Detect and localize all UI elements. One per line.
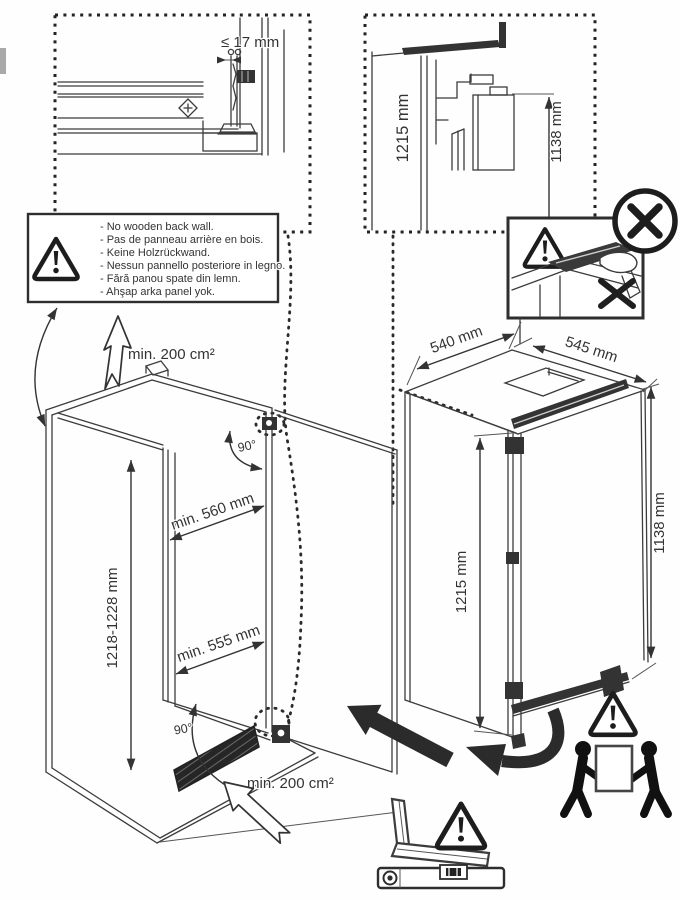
top-ventilation-label: min. 200 cm² — [128, 346, 215, 363]
hinge-clamp — [237, 70, 255, 83]
warning-line: - Pas de panneau arrière en bois. — [100, 234, 263, 246]
wall-bracket — [499, 22, 506, 48]
no-back-wall-warning: - No wooden back wall. - Pas de panneau … — [26, 212, 287, 304]
inset-niche-height-label: 1215 mm — [394, 94, 412, 163]
warning-line: - No wooden back wall. — [100, 221, 214, 233]
hinge-markers — [262, 417, 290, 743]
inset-appliance-height-label: 1138 mm — [548, 101, 565, 162]
top-rail — [402, 40, 500, 55]
spirit-level-icon — [376, 864, 506, 890]
door-edge — [548, 242, 634, 272]
inset-top-clearance: 1215 mm 1138 mm — [363, 13, 597, 234]
warning-triangle-icon — [437, 804, 484, 848]
door-panel-drawing — [274, 409, 398, 775]
hinge-rail-blocks — [505, 437, 524, 699]
warning-pointer-arrow — [34, 307, 58, 427]
bottom-hinge-bracket — [600, 665, 624, 697]
small-x-mark — [598, 278, 636, 309]
prohibition-circle-x-icon — [612, 188, 678, 254]
door-bottom-rail — [511, 672, 629, 714]
hand — [599, 251, 638, 274]
gap-dimension-arrows — [217, 56, 241, 64]
screen-artifact — [0, 48, 6, 74]
airflow-arrow-top-icon — [103, 315, 132, 390]
inset-border — [363, 13, 597, 234]
appliance-height-label: 1215 mm — [453, 551, 470, 614]
inset-border — [53, 13, 312, 234]
hinge-section-drawing — [57, 17, 285, 156]
warning-line: - Nessun pannello posteriore in legno. — [100, 260, 285, 272]
rotate-arrow-icon — [466, 707, 565, 776]
warning-line: - Fără panou spate din lemn. — [100, 273, 241, 285]
top-mount-drawing — [371, 51, 515, 231]
bottom-ventilation-label: min. 200 cm² — [247, 775, 334, 792]
warning-line: - Ahşap arka panel yok. — [100, 286, 215, 298]
levelling-symbol — [376, 797, 506, 890]
inset-hinge-detail: ≤ 17 mm — [53, 13, 312, 234]
inset-appliance-height-dimension — [512, 93, 554, 230]
leader-curve-hinges — [281, 234, 304, 742]
hinge-gap-dimension: ≤ 17 mm — [221, 34, 279, 51]
top-hinge-highlight — [254, 411, 286, 437]
appliance-depth-label: 545 mm — [563, 333, 620, 366]
appliance-dimensions: 540 mm 545 mm 1215 mm 1138 mm — [406, 321, 669, 736]
warning-line: - Keine Holzrückwand. — [100, 247, 210, 259]
front-foot — [511, 733, 526, 749]
set-square-icon — [390, 797, 491, 868]
airflow-arrow-bottom-icon — [223, 781, 291, 845]
niche-depth-top-label: min. 560 mm — [169, 490, 257, 534]
door-angle-bottom-label: 90° — [173, 721, 194, 738]
appliance-width-label: 540 mm — [428, 323, 485, 358]
niche-height-label: 1218-1228 mm — [104, 568, 121, 669]
niche-cabinet-drawing — [45, 360, 399, 844]
leader-edge-dots — [398, 388, 474, 417]
door-angle-top-label: 90° — [236, 437, 257, 455]
warning-text: - No wooden back wall. - Pas de panneau … — [99, 220, 287, 300]
two-person-lift-icon — [560, 693, 672, 818]
appliance-door-height-label: 1138 mm — [651, 492, 668, 553]
prohibition-panel — [506, 188, 678, 345]
insert-direction-arrow-icon — [347, 704, 454, 768]
carried-box — [594, 744, 634, 793]
warning-triangle-icon — [591, 693, 636, 735]
